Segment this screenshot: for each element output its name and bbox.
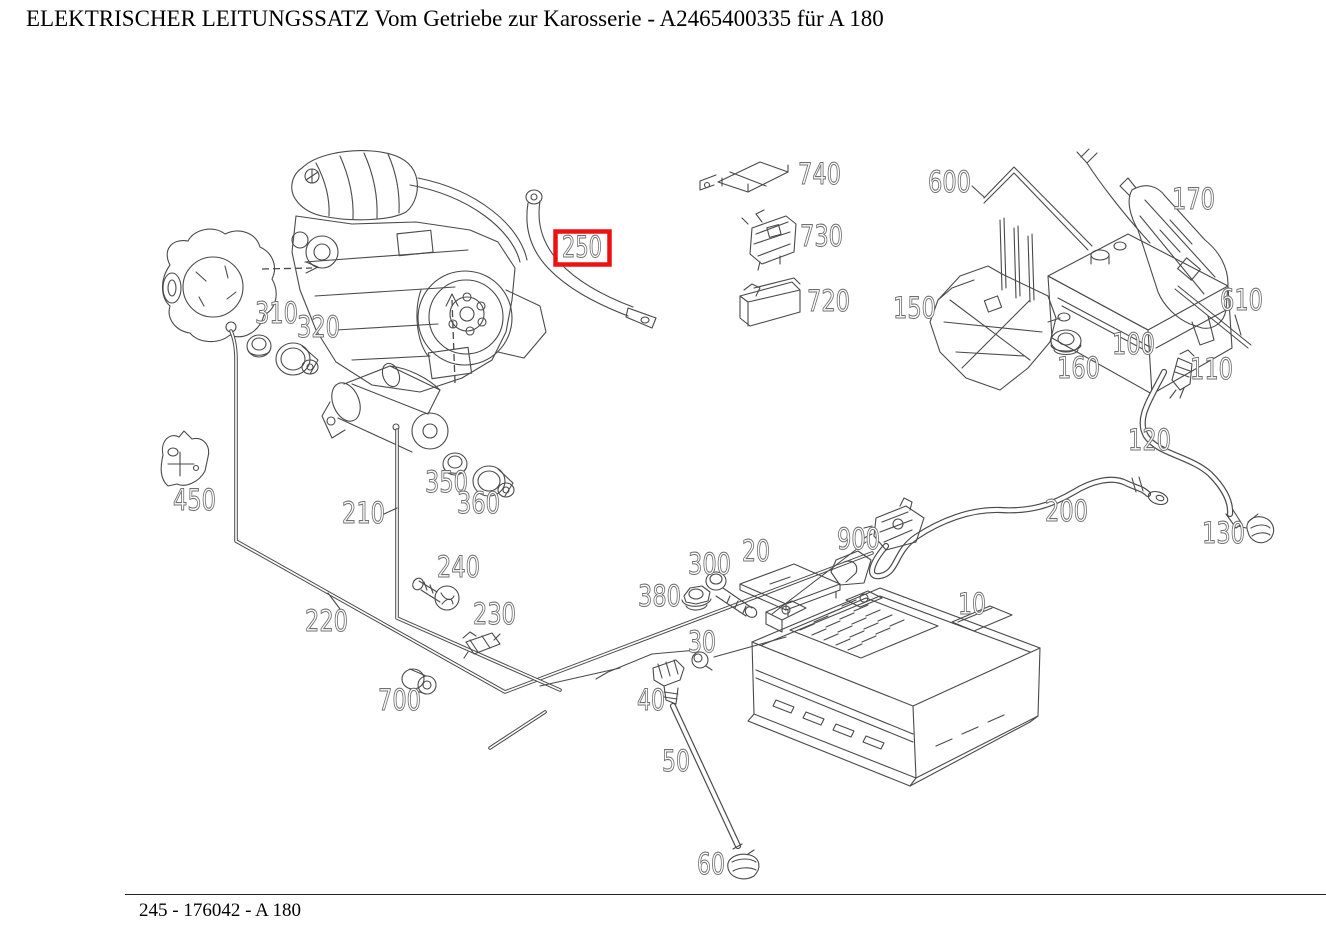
- nut-310-drawing: [246, 334, 272, 358]
- cover-720-drawing: [739, 277, 801, 327]
- part-label-730[interactable]: 730: [799, 218, 843, 253]
- part-label-20[interactable]: 20: [741, 533, 770, 568]
- part-label-30[interactable]: 30: [687, 624, 716, 659]
- cable-200-drawing: [863, 476, 1169, 580]
- part-label-610[interactable]: 610: [1219, 282, 1263, 317]
- part-label-60[interactable]: 60: [696, 846, 725, 881]
- part-label-130[interactable]: 130: [1201, 515, 1245, 550]
- bracket-450-drawing: [160, 430, 210, 487]
- part-label-380[interactable]: 380: [637, 578, 681, 613]
- leader-lines: [327, 507, 398, 610]
- part-label-240[interactable]: 240: [436, 549, 480, 584]
- grommet-160-drawing: [1050, 329, 1082, 356]
- footer-reference: 245 - 176042 - A 180: [139, 900, 302, 921]
- tube-50-drawing: [669, 702, 743, 850]
- bracket-170-drawing: [1119, 177, 1229, 346]
- part-label-120[interactable]: 120: [1127, 422, 1171, 457]
- nut-350-drawing: [442, 452, 468, 476]
- wire-guide-600-drawing: [971, 148, 1151, 303]
- elbow-40-drawing: [652, 659, 685, 705]
- relay-730-drawing: [741, 209, 797, 271]
- grommet-700-drawing: [401, 668, 437, 695]
- bracket-740-drawing: [699, 161, 789, 193]
- part-label-110[interactable]: 110: [1189, 351, 1233, 386]
- pointer-arrow-up: [451, 299, 456, 384]
- highlight-box-250: [553, 229, 612, 267]
- part-label-700[interactable]: 700: [377, 682, 421, 717]
- part-label-250-highlighted[interactable]: 250: [561, 229, 602, 264]
- part-label-900[interactable]: 900: [836, 521, 880, 556]
- part-label-360[interactable]: 360: [456, 485, 500, 520]
- cable-200-connector: [863, 497, 925, 551]
- page-title: ELEKTRISCHER LEITUNGSSATZ Vom Getriebe z…: [26, 6, 884, 31]
- battery-tray-150-drawing: [929, 265, 1071, 391]
- pointer-arrow-left: [261, 267, 313, 270]
- bushing-320-drawing: [275, 342, 319, 376]
- part-label-230[interactable]: 230: [472, 596, 516, 631]
- engine-assembly-drawing: [261, 150, 547, 393]
- part-label-300[interactable]: 300: [687, 546, 731, 581]
- clip-230-drawing: [462, 631, 501, 659]
- bolt-300-drawing: [705, 571, 758, 618]
- part-label-100[interactable]: 100: [1111, 326, 1155, 361]
- cover-plate-20-drawing: [739, 563, 841, 617]
- bushing-360-drawing: [472, 465, 515, 498]
- rod-610-drawing: [1174, 285, 1252, 349]
- clip-130-drawing: [1237, 513, 1275, 544]
- bolt-240-drawing: [412, 577, 460, 611]
- part-label-50[interactable]: 50: [661, 743, 690, 778]
- cap-60-drawing: [727, 849, 760, 880]
- part-label-740[interactable]: 740: [797, 156, 841, 191]
- part-label-200[interactable]: 200: [1044, 493, 1088, 528]
- part-label-210[interactable]: 210: [341, 495, 385, 530]
- marker-900-drawing: [771, 541, 872, 615]
- alternator-drawing: [161, 228, 277, 343]
- part-labels: 740 730 720 600 170 150 100 160 610 110 …: [172, 156, 1263, 881]
- part-label-310[interactable]: 310: [254, 295, 298, 330]
- fitting-110-drawing: [1169, 349, 1195, 399]
- cable-220-drawing: [229, 329, 874, 694]
- part-label-720[interactable]: 720: [806, 283, 850, 318]
- footer-divider: [125, 894, 1326, 895]
- cable-210-drawing: [395, 428, 562, 692]
- part-label-160[interactable]: 160: [1056, 350, 1100, 385]
- part-label-220[interactable]: 220: [304, 603, 348, 638]
- nut-30-drawing: [691, 636, 787, 671]
- harness-branches-drawing: [488, 649, 698, 750]
- part-label-150[interactable]: 150: [892, 290, 936, 325]
- part-label-320[interactable]: 320: [296, 309, 340, 344]
- part-label-350[interactable]: 350: [424, 464, 468, 499]
- part-label-170[interactable]: 170: [1171, 181, 1215, 216]
- starter-motor-drawing: [321, 362, 449, 453]
- part-label-450[interactable]: 450: [172, 482, 216, 517]
- part-label-600[interactable]: 600: [927, 164, 971, 199]
- ground-strap-250-drawing: [525, 189, 657, 329]
- battery-10-drawing: [747, 587, 1041, 787]
- nut-380-drawing: [681, 585, 712, 611]
- part-label-40[interactable]: 40: [636, 682, 665, 717]
- part-label-10[interactable]: 10: [957, 586, 986, 621]
